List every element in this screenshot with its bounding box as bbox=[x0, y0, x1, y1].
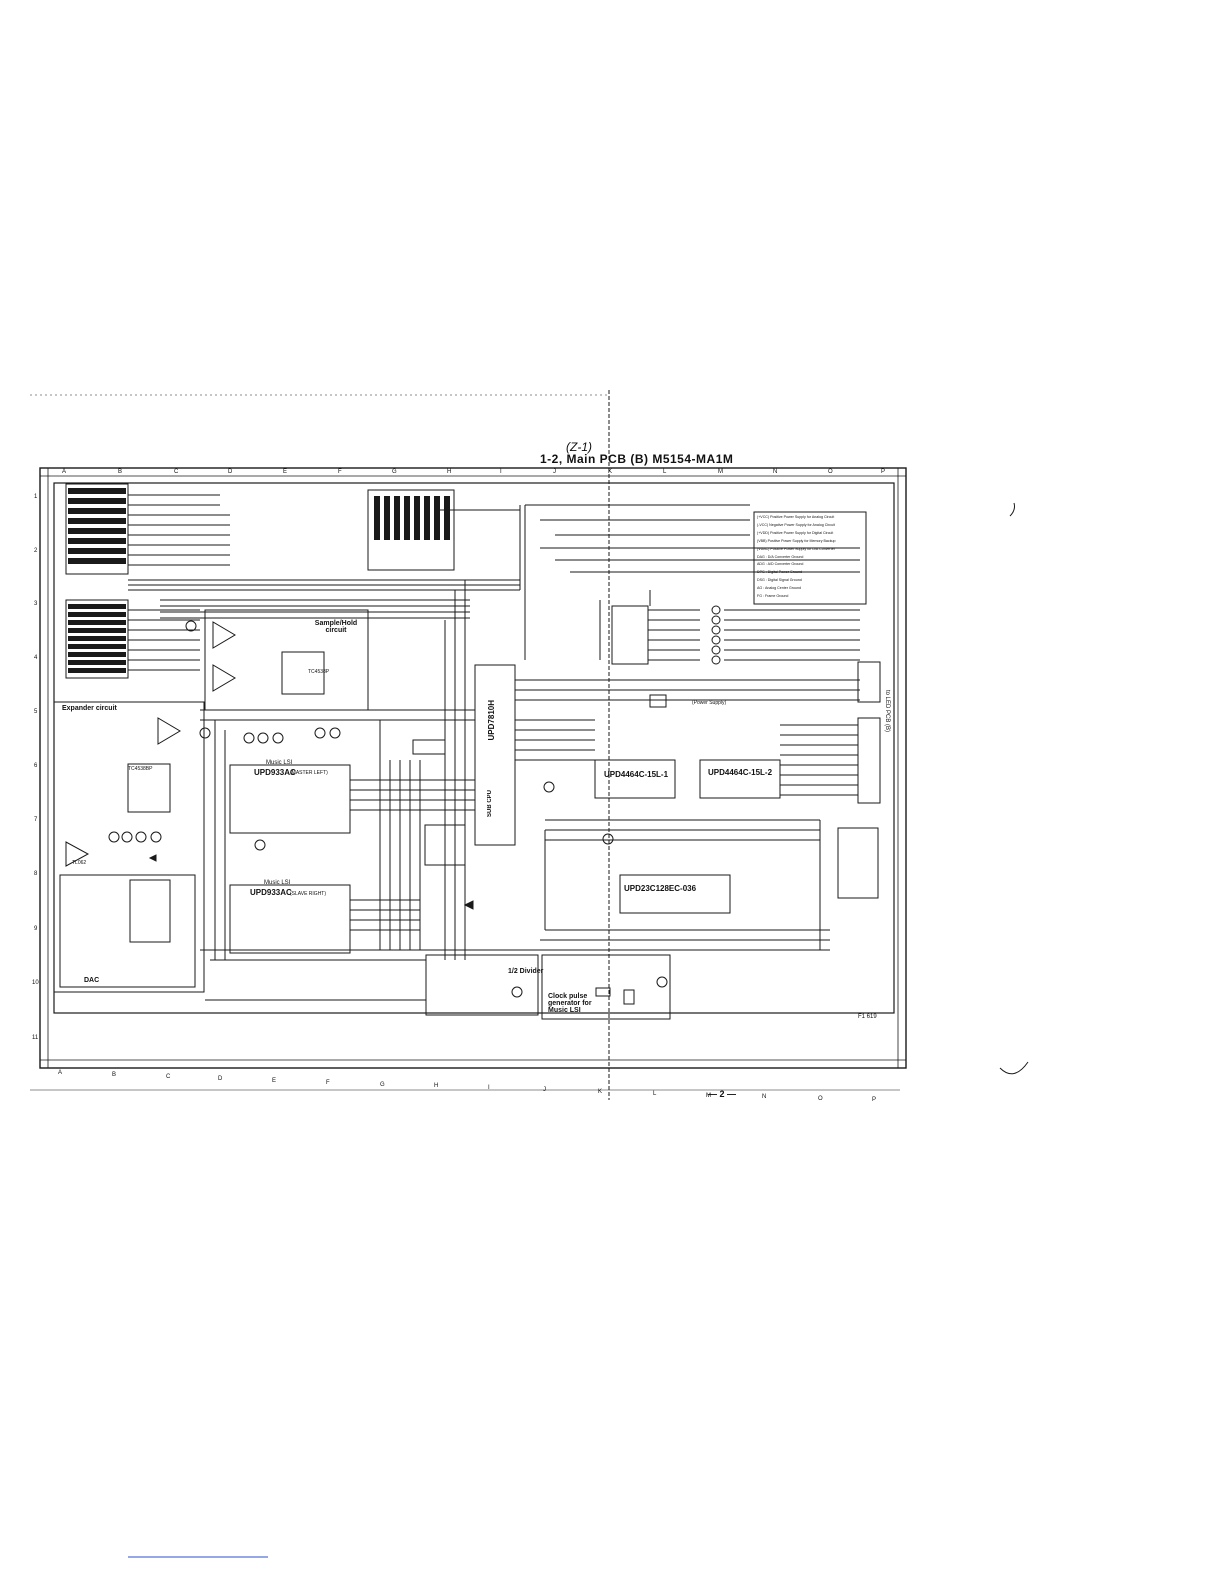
grid-row-5: 5 bbox=[34, 709, 38, 715]
grid-top-p: P bbox=[881, 469, 886, 475]
legend-item: (VDAC) Positive Power Supply for D/A Con… bbox=[757, 546, 835, 551]
grid-top-f: F bbox=[338, 469, 342, 475]
grid-bottom-m: M bbox=[706, 1093, 711, 1099]
grid-bottom-j: J bbox=[543, 1087, 546, 1093]
sample-hold-label: Sample/Hold circuit bbox=[314, 620, 358, 634]
legend-item: (VBB) Positive Power Supply for Memory B… bbox=[757, 538, 836, 543]
legend-item: DAG : D/A Converter Ground bbox=[757, 554, 804, 559]
legend-item: AG : Analog Center Ground bbox=[757, 586, 801, 591]
music-lsi-2-role: (SLAVE RIGHT) bbox=[290, 891, 327, 897]
grid-row-2: 2 bbox=[34, 548, 38, 554]
grid-bottom-f: F bbox=[326, 1080, 330, 1086]
grid-bottom-k: K bbox=[598, 1089, 603, 1095]
grid-top-e: E bbox=[283, 469, 288, 475]
opamp-part: TL062 bbox=[72, 860, 87, 866]
grid-bottom-h: H bbox=[434, 1083, 439, 1089]
reference-label: F1 619 bbox=[858, 1014, 877, 1020]
power-supply-label: (Power Supply) bbox=[692, 700, 727, 706]
ram-2-part: UPD4464C-15L-2 bbox=[708, 768, 773, 777]
grid-top-a: A bbox=[62, 469, 67, 475]
grid-bottom-c: C bbox=[166, 1074, 171, 1080]
grid-bottom-d: D bbox=[218, 1076, 223, 1082]
grid-bottom-l: L bbox=[653, 1091, 657, 1097]
grid-row-4: 4 bbox=[34, 655, 38, 661]
grid-top-b: B bbox=[118, 469, 123, 475]
legend-item: ADG : A/D Converter Ground bbox=[757, 562, 804, 567]
connector-label: to LED PCB (B) bbox=[884, 690, 890, 733]
grid-bottom-o: O bbox=[818, 1096, 823, 1102]
expander-label: Expander circuit bbox=[62, 705, 117, 712]
grid-top-o: O bbox=[828, 469, 833, 475]
grid-row-7: 7 bbox=[34, 817, 38, 823]
legend-item: (+VCC) Positive Power Supply for Analog … bbox=[757, 515, 835, 519]
music-lsi-1-label: Music LSI bbox=[266, 760, 293, 766]
music-lsi-2-label: Music LSI bbox=[264, 880, 291, 886]
legend-item: (+VDD) Positive Power Supply for Digital… bbox=[757, 530, 834, 535]
grid-row-8: 8 bbox=[34, 871, 38, 877]
grid-row-1: 1 bbox=[34, 494, 38, 500]
grid-top-h: H bbox=[447, 469, 452, 475]
grid-top-i: I bbox=[500, 469, 502, 475]
clock-generator-label: Clock pulse generator for Music LSI bbox=[548, 993, 592, 1014]
expander-ic-part: TC4538BP bbox=[128, 766, 153, 772]
sub-cpu-label: SUB CPU bbox=[487, 790, 493, 818]
grid-top-n: N bbox=[773, 469, 778, 475]
divider-label: 1/2 Divider bbox=[508, 968, 544, 975]
grid-row-11: 11 bbox=[32, 1035, 39, 1041]
page-number: — 2 — bbox=[708, 1089, 737, 1099]
sub-cpu-part: UPD7810H bbox=[487, 700, 496, 741]
music-lsi-1-part: UPD933AC bbox=[254, 768, 296, 777]
grid-top-c: C bbox=[174, 469, 179, 475]
grid-top-j: J bbox=[553, 469, 556, 475]
grid-row-6: 6 bbox=[34, 763, 38, 769]
schematic-title: 1-2, Main PCB (B) M5154-MA1M bbox=[540, 452, 734, 466]
legend-item: FG : Frame Ground bbox=[757, 594, 789, 599]
grid-top-d: D bbox=[228, 469, 233, 475]
rom-part: UPD23C128EC-036 bbox=[624, 884, 697, 893]
grid-row-9: 9 bbox=[34, 926, 38, 932]
grid-bottom-g: G bbox=[380, 1082, 385, 1088]
grid-row-10: 10 bbox=[32, 980, 39, 986]
grid-bottom-n: N bbox=[762, 1094, 767, 1100]
dac-label: DAC bbox=[84, 977, 100, 984]
grid-bottom-e: E bbox=[272, 1078, 277, 1084]
legend-item: DPG : Digital Power Ground bbox=[757, 570, 802, 575]
grid-bottom-b: B bbox=[112, 1072, 117, 1078]
grid-bottom-a: A bbox=[58, 1070, 63, 1076]
grid-row-3: 3 bbox=[34, 601, 38, 607]
grid-top-k: K bbox=[608, 469, 613, 475]
power-legend: (+VCC) Positive Power Supply for Analog … bbox=[757, 514, 865, 601]
music-lsi-1-role: (MASTER LEFT) bbox=[290, 770, 328, 776]
grid-bottom-i: I bbox=[488, 1085, 490, 1091]
legend-item: (-VCC) Negative Power Supply for Analog … bbox=[757, 522, 835, 527]
handwritten-mark: (Z-1) bbox=[566, 440, 592, 454]
grid-bottom-p: P bbox=[872, 1097, 877, 1103]
grid-top-l: L bbox=[663, 469, 667, 475]
ram-1-part: UPD4464C-15L-1 bbox=[604, 770, 669, 779]
grid-top-m: M bbox=[718, 469, 723, 475]
music-lsi-2-part: UPD933AC bbox=[250, 888, 292, 897]
legend-item: DSG : Digital Signal Ground bbox=[757, 578, 802, 583]
grid-top-g: G bbox=[392, 469, 397, 475]
sh-ic-part: TC4538P bbox=[308, 669, 330, 675]
